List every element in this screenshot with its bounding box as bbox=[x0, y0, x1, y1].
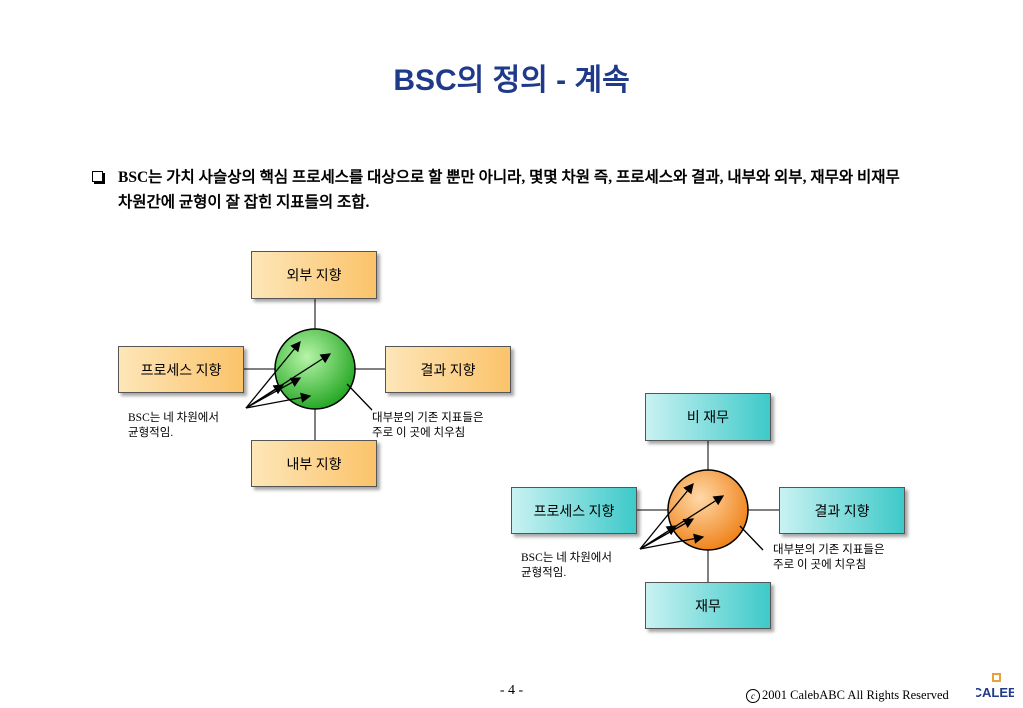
page-number: - 4 - bbox=[499, 683, 524, 698]
diagram2-box-left: 프로세스 지향 bbox=[511, 487, 637, 534]
diagram1-note-right: 대부분의 기존 지표들은 주로 이 곳에 치우침 bbox=[372, 411, 484, 441]
note-line: BSC는 네 차원에서 bbox=[521, 552, 612, 564]
note-line: 주로 이 곳에 치우침 bbox=[372, 427, 466, 439]
diagram1-box-bottom: 내부 지향 bbox=[251, 440, 377, 487]
diagram2-note-left: BSC는 네 차원에서 균형적임. bbox=[521, 551, 612, 581]
diagram1-box-right: 결과 지향 bbox=[385, 346, 511, 393]
logo-text: CALEB bbox=[976, 685, 1014, 700]
bullet-text: BSC는 가치 사슬상의 핵심 프로세스를 대상으로 할 뿐만 아니라, 몇몇 … bbox=[118, 169, 900, 211]
caleb-logo-icon: CALEB bbox=[976, 673, 1014, 700]
note-line: 대부분의 기존 지표들은 bbox=[773, 544, 885, 556]
bullet-definition: BSC는 가치 사슬상의 핵심 프로세스를 대상으로 할 뿐만 아니라, 몇몇 … bbox=[92, 165, 912, 215]
diagram1-arrows bbox=[245, 340, 373, 411]
diagram2-box-top: 비 재무 bbox=[645, 393, 771, 441]
diagram2-circle bbox=[667, 469, 749, 551]
note-line: 대부분의 기존 지표들은 bbox=[372, 412, 484, 424]
diagram2-arrows bbox=[639, 482, 764, 551]
diagram1-note-left: BSC는 네 차원에서 균형적임. bbox=[128, 411, 219, 441]
diagram1-circle bbox=[274, 328, 356, 410]
diagram2-box-right: 결과 지향 bbox=[779, 487, 905, 534]
note-line: 주로 이 곳에 치우침 bbox=[773, 559, 867, 571]
checkbox-bullet-icon bbox=[92, 171, 103, 182]
copyright-icon: c bbox=[746, 689, 760, 703]
note-line: BSC는 네 차원에서 bbox=[128, 412, 219, 424]
note-line: 균형적임. bbox=[521, 567, 567, 579]
diagram1-box-top: 외부 지향 bbox=[251, 251, 377, 299]
diagram2-box-bottom: 재무 bbox=[645, 582, 771, 629]
copyright-text: 2001 CalebABC All Rights Reserved bbox=[762, 688, 949, 702]
page-title: BSC의 정의 - 계속 bbox=[393, 64, 630, 97]
diagram1-box-left: 프로세스 지향 bbox=[118, 346, 244, 393]
note-line: 균형적임. bbox=[128, 427, 174, 439]
diagram2-note-right: 대부분의 기존 지표들은 주로 이 곳에 치우침 bbox=[773, 543, 885, 573]
